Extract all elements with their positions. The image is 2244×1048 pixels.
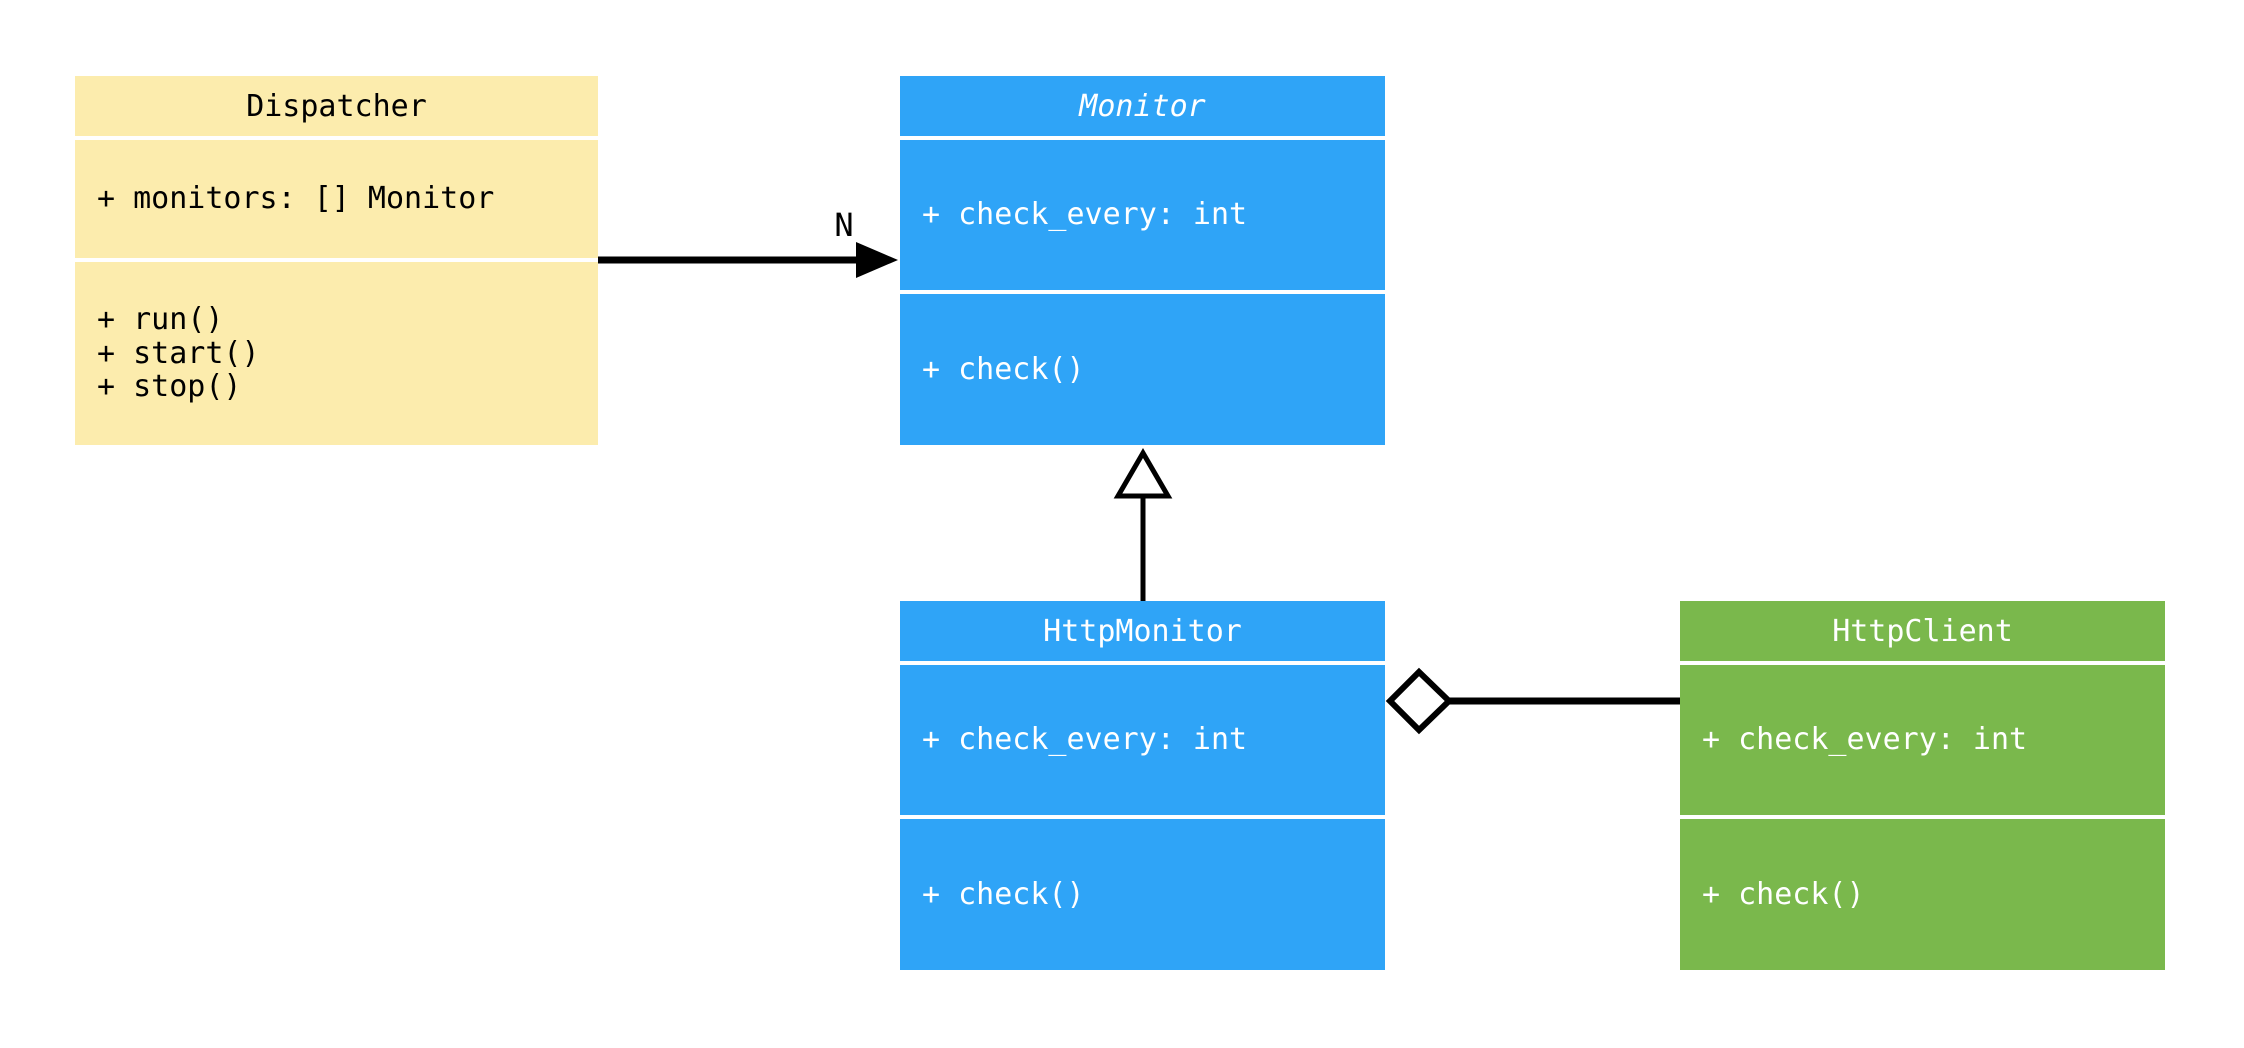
class-title: Dispatcher <box>246 88 427 124</box>
class-title: HttpMonitor <box>1043 613 1242 649</box>
association-multiplicity-label: N <box>834 206 854 244</box>
attributes-section: + check_every: int <box>900 140 1385 290</box>
method-item: + check() <box>922 876 1085 912</box>
class-httpclient: HttpClient + check_every: int + check() <box>1680 601 2165 970</box>
class-title-section: Monitor <box>900 76 1385 136</box>
class-dispatcher: Dispatcher + monitors: [] Monitor + run(… <box>75 76 598 445</box>
class-httpmonitor: HttpMonitor + check_every: int + check() <box>900 601 1385 970</box>
class-monitor: Monitor + check_every: int + check() <box>900 76 1385 445</box>
class-title-section: HttpMonitor <box>900 601 1385 661</box>
attributes-section: + check_every: int <box>1680 665 2165 815</box>
methods-section: + run() + start() + stop() <box>75 262 598 445</box>
methods-section: + check() <box>1680 819 2165 970</box>
attributes-section: + monitors: [] Monitor <box>75 140 598 258</box>
method-item: + start() <box>97 335 260 371</box>
class-title: Monitor <box>1079 88 1206 124</box>
attribute-item: + monitors: [] Monitor <box>97 181 495 217</box>
class-title-section: Dispatcher <box>75 76 598 136</box>
methods-section: + check() <box>900 294 1385 445</box>
class-title-section: HttpClient <box>1680 601 2165 661</box>
class-title: HttpClient <box>1832 613 2013 649</box>
method-item: + check() <box>1702 876 1865 912</box>
methods-section: + check() <box>900 819 1385 970</box>
attributes-section: + check_every: int <box>900 665 1385 815</box>
attribute-item: + check_every: int <box>922 197 1248 233</box>
attribute-item: + check_every: int <box>922 722 1248 758</box>
method-item: + run() <box>97 302 224 338</box>
association-arrowhead-icon <box>856 242 898 278</box>
attribute-item: + check_every: int <box>1702 722 2028 758</box>
method-item: + check() <box>922 351 1085 387</box>
method-item: + stop() <box>97 369 242 405</box>
aggregation-diamond-icon <box>1385 667 1454 735</box>
inheritance-triangle-icon <box>1113 448 1173 499</box>
